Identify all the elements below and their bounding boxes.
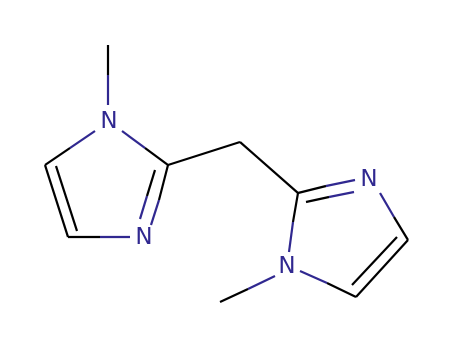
atom-label-n3-top: N — [135, 224, 152, 250]
ring1-bond-n1-c5-c — [44, 147, 71, 166]
ring2-bond-c4-c5-double — [351, 236, 398, 286]
atom-label-n3-bottom: N — [360, 166, 377, 192]
methyl-bond-bottom-nitrogen — [247, 275, 276, 290]
ring1-bond-n3-c2-n — [149, 199, 161, 226]
ring2-bond-n3-c4-c — [393, 216, 409, 241]
ring1-bond-c5-c4 — [43, 164, 70, 238]
ring2-bond-c5-n1-n — [299, 269, 328, 285]
atom-label-n1-top: N — [100, 108, 117, 134]
ring2-bond-n1-c2-n — [287, 221, 295, 253]
ring2-bond-c2-n3-double-c — [305, 195, 330, 204]
ring1-bond-c2-n1-n — [121, 130, 146, 149]
atom-label-n1-bottom: N — [278, 253, 295, 279]
ring1-bond-n3-c2-double-n — [138, 195, 149, 220]
ring2-bond-c2-n3-n — [325, 178, 356, 188]
methyl-bond-bottom-carbon — [219, 288, 249, 303]
bridge-bond-right — [239, 141, 299, 194]
ring2-bond-c4-c5 — [355, 239, 409, 298]
ring1-bond-n3-c2-c — [157, 164, 170, 201]
ring2-bond-n1-c2-c — [291, 192, 300, 223]
ring1-bond-c2-n1-c — [144, 147, 169, 166]
ring2-bond-n3-c4-n — [379, 192, 395, 218]
ring1-bond-n1-c5-n — [69, 130, 96, 149]
ring2-bond-c5-n1-c — [326, 282, 357, 298]
ring2-bond-c2-n3-double-n — [328, 190, 355, 199]
ring2-bond-c2-n3-c — [297, 184, 327, 195]
ring1-bond-c5-c4-double — [54, 165, 79, 232]
ring1-bond-n3-c2-double-c — [145, 169, 157, 197]
bridge-bond-left — [167, 140, 241, 167]
